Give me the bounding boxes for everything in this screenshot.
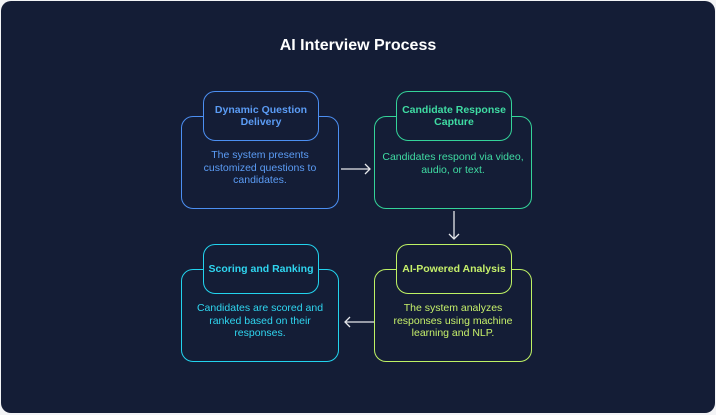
step-description: The system presents customized questions…: [203, 149, 317, 186]
step-label-ai-powered-analysis: AI-Powered Analysis: [396, 244, 512, 294]
step-label-candidate-response-capture: Candidate Response Capture: [396, 91, 512, 141]
diagram-title: AI Interview Process: [279, 37, 437, 54]
step-label-scoring-and-ranking: Scoring and Ranking: [203, 244, 319, 294]
step-label-text: Scoring and Ranking: [208, 262, 314, 275]
arrow-right-icon: [341, 163, 371, 175]
step-label-dynamic-question-delivery: Dynamic Question Delivery: [203, 91, 319, 141]
step-description: The system analyzes responses using mach…: [393, 302, 513, 339]
step-label-text: Candidate Response Capture: [402, 103, 506, 129]
step-label-text: Dynamic Question Delivery: [214, 103, 308, 129]
step-label-text: AI-Powered Analysis: [402, 262, 506, 275]
arrow-down-icon: [448, 211, 460, 240]
arrow-left-icon: [344, 316, 374, 328]
step-description: Candidates are scored and ranked based o…: [196, 302, 324, 339]
step-description: Candidates respond via video, audio, or …: [382, 151, 524, 176]
